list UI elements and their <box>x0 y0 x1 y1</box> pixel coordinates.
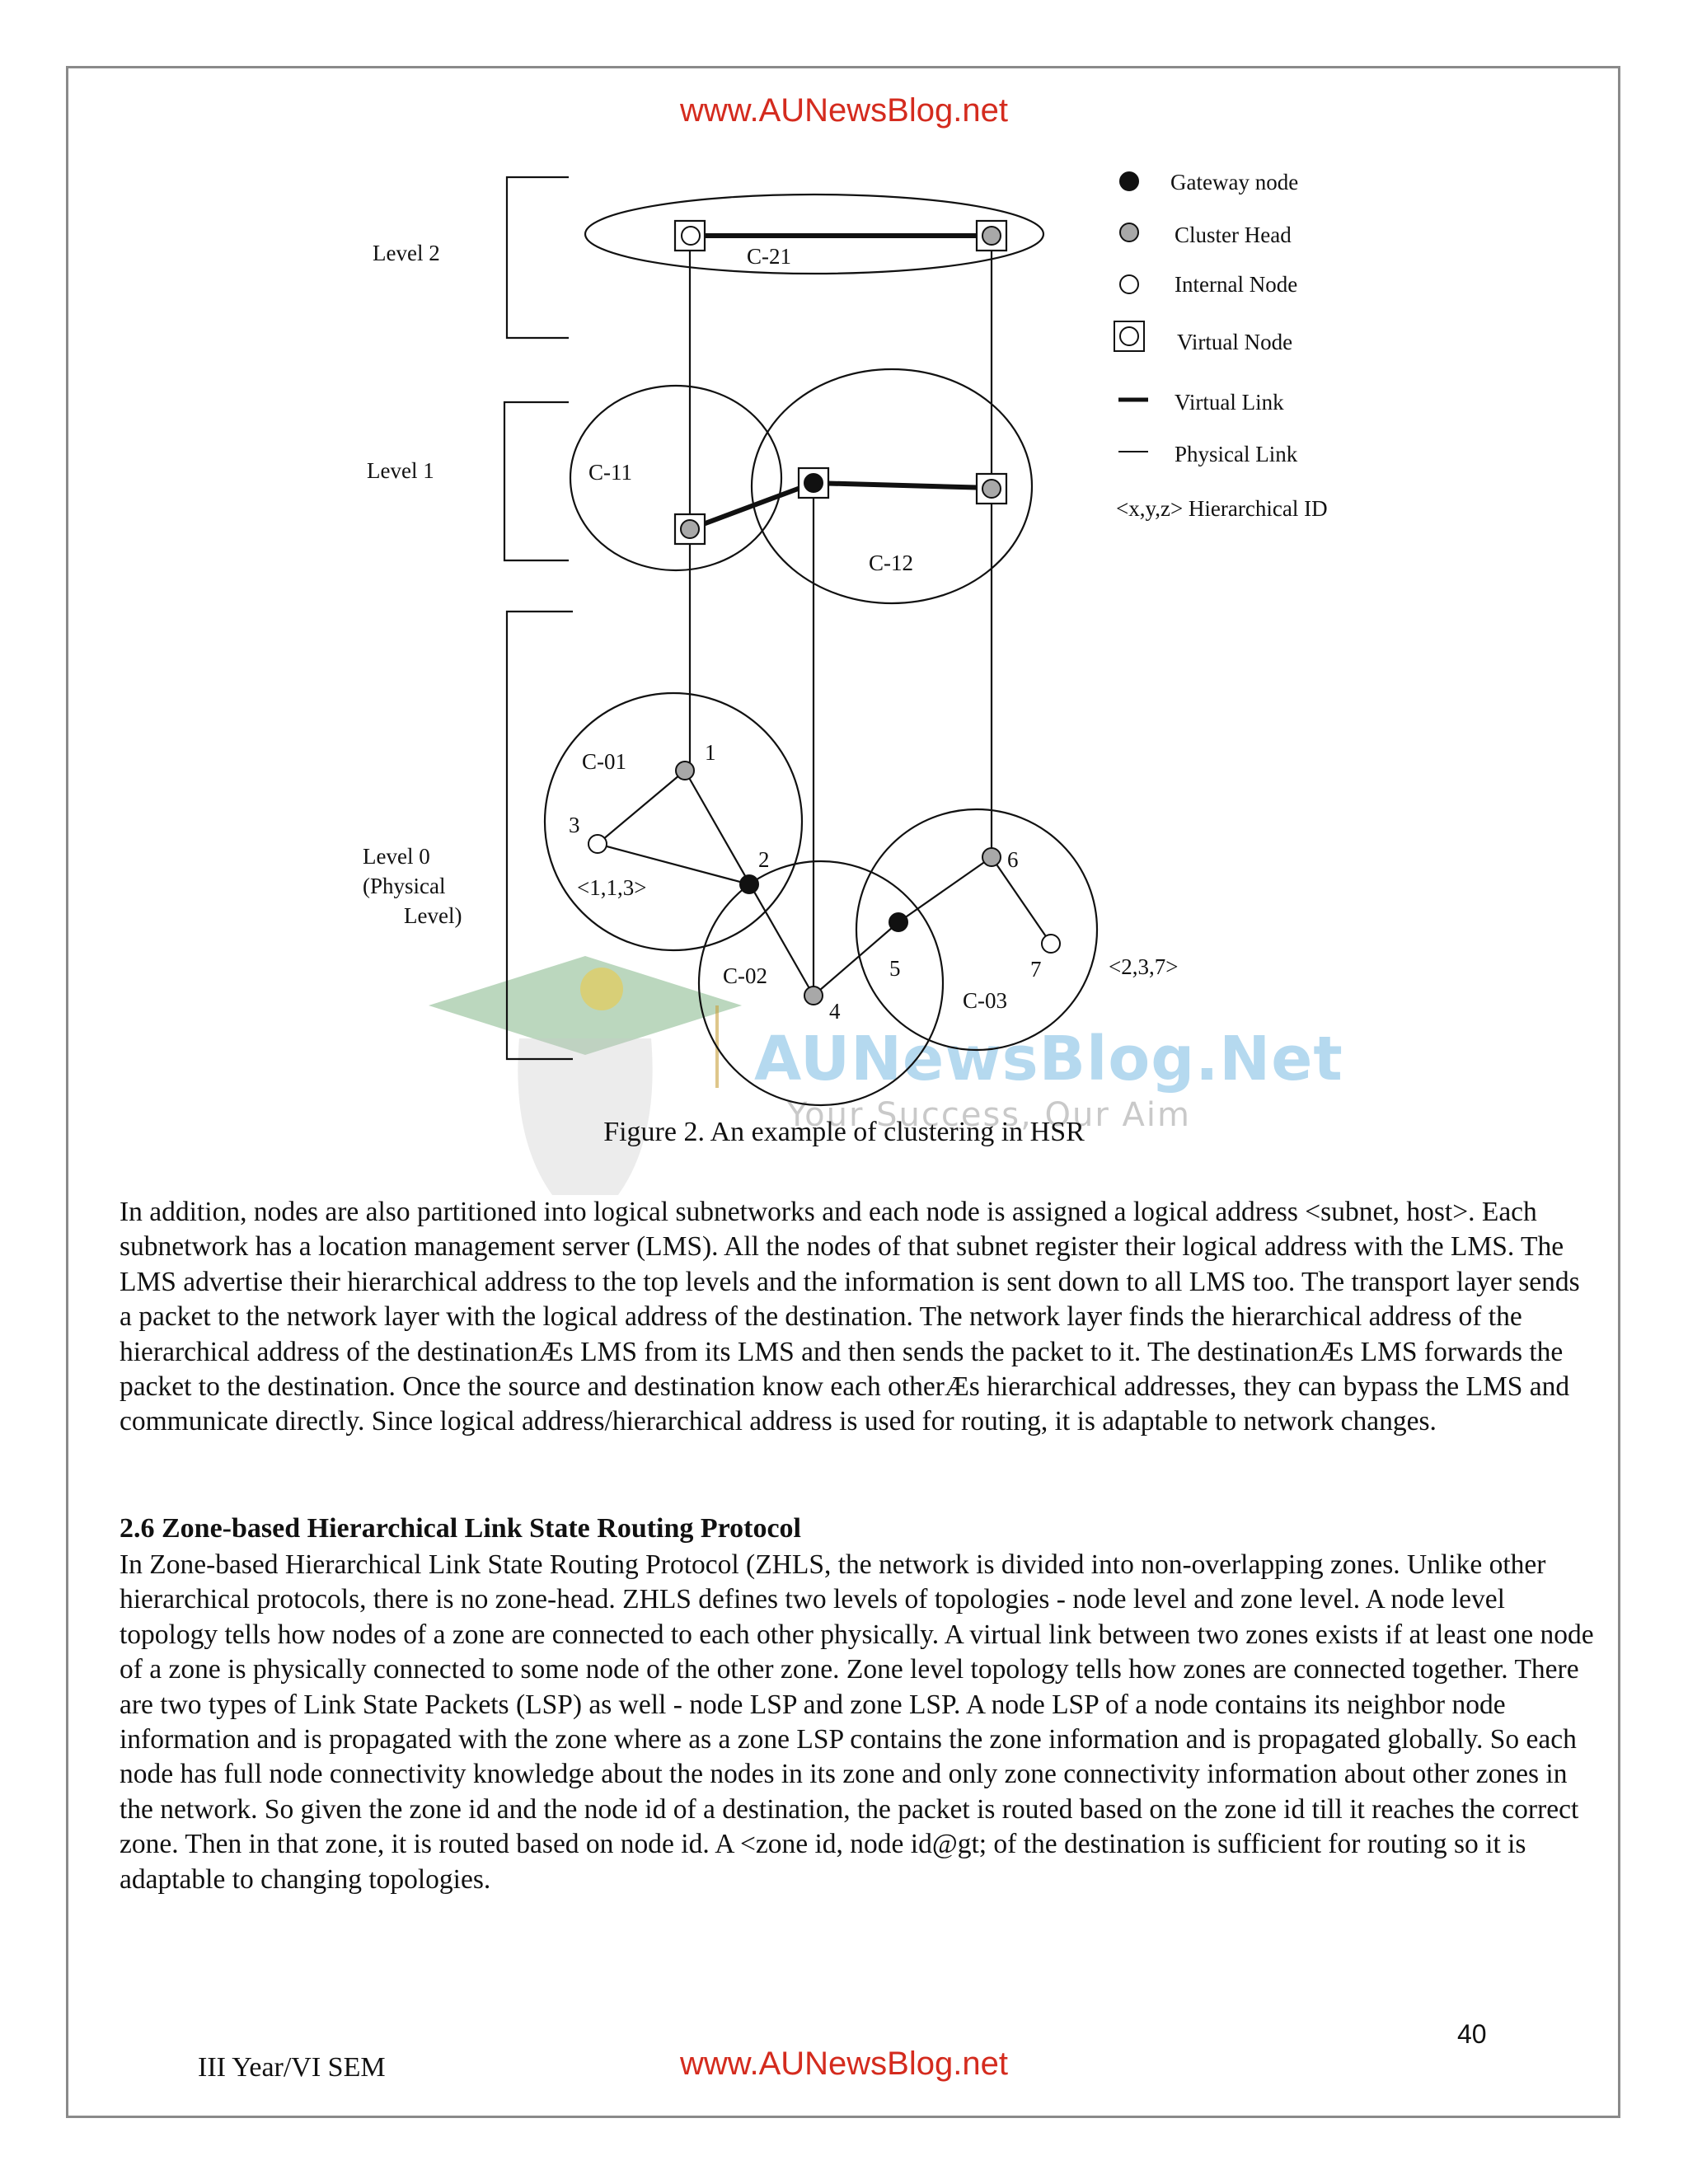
legend-gateway-label: Gateway node <box>1170 170 1298 194</box>
cluster-c03-circle <box>855 808 1099 1052</box>
hsr-clustering-diagram: Level 2 Level 1 Level 0 (Physical Level)… <box>363 170 1328 1107</box>
physical-link-4-5 <box>813 921 899 996</box>
level-0-bracket <box>505 610 573 1061</box>
label-node-7: 7 <box>1030 957 1042 982</box>
legend-internal-node-label: Internal Node <box>1175 272 1297 297</box>
label-level-1: Level 1 <box>367 458 434 483</box>
label-c11: C-11 <box>588 460 632 485</box>
legend-cluster-head-icon <box>1119 223 1139 242</box>
label-node-2: 2 <box>758 847 770 872</box>
paragraph-lms: In addition, nodes are also partitioned … <box>120 1197 1580 1437</box>
label-id-237: <2,3,7> <box>1109 954 1178 979</box>
node-3 <box>588 834 607 854</box>
cluster-c02-circle <box>697 860 945 1107</box>
label-node-4: 4 <box>829 999 841 1024</box>
watermark-brand: AUNewsBlog.Net <box>754 1024 1343 1094</box>
node-1 <box>675 761 695 780</box>
physical-link-3-2 <box>597 842 750 886</box>
cluster-c12-ellipse <box>750 368 1034 605</box>
label-c01: C-01 <box>582 749 626 774</box>
node-4 <box>804 986 823 1005</box>
page-number: 40 <box>1457 2019 1487 2049</box>
legend-virtual-node-label: Virtual Node <box>1177 330 1292 354</box>
label-c03: C-03 <box>963 988 1007 1013</box>
level-2-bracket <box>505 176 569 340</box>
node-7 <box>1041 934 1061 954</box>
legend-cluster-head-label: Cluster Head <box>1175 223 1292 247</box>
physical-link-5-6 <box>898 856 992 923</box>
footer-site-url[interactable]: www.AUNewsBlog.net <box>680 2046 1008 2082</box>
label-node-6: 6 <box>1007 847 1019 872</box>
label-physical: (Physical <box>363 874 446 898</box>
label-level-close: Level) <box>404 903 462 928</box>
label-node-1: 1 <box>705 740 716 765</box>
footer-semester: III Year/VI SEM <box>198 2052 386 2083</box>
legend-internal-node-icon <box>1119 274 1139 294</box>
label-node-3: 3 <box>569 813 580 837</box>
legend-virtual-link-label: Virtual Link <box>1175 390 1284 415</box>
physical-link-6-7 <box>991 856 1052 944</box>
watermark-tagline: Your Success, Our Aim <box>787 1096 1191 1134</box>
header-site-url[interactable]: www.AUNewsBlog.net <box>680 92 1008 129</box>
paragraph-zhls: In Zone-based Hierarchical Link State Ro… <box>120 1549 1594 1895</box>
physical-link-1-3 <box>597 770 686 845</box>
legend <box>1114 171 1148 452</box>
label-node-5: 5 <box>889 956 901 981</box>
label-level-0: Level 0 <box>363 844 430 869</box>
legend-hierarchical-id-label: <x,y,z> Hierarchical ID <box>1116 496 1328 521</box>
page-border <box>66 66 1620 2118</box>
label-c12: C-12 <box>869 551 913 575</box>
figure-caption: Figure 2. An example of clustering in HS… <box>603 1117 1085 1147</box>
virtual-link-c11-c12 <box>688 480 815 532</box>
node-5 <box>889 912 908 932</box>
legend-gateway-icon <box>1119 171 1139 191</box>
cluster-c11-ellipse <box>569 384 783 572</box>
node-6 <box>982 847 1001 867</box>
label-c02: C-02 <box>723 963 767 988</box>
label-level-2: Level 2 <box>373 241 440 265</box>
cluster-c01-circle <box>543 691 804 952</box>
legend-physical-link-label: Physical Link <box>1175 442 1298 466</box>
label-c21: C-21 <box>747 244 791 269</box>
label-id-113: <1,1,3> <box>577 875 646 900</box>
level-1-bracket <box>503 401 569 562</box>
section-heading-zhls: 2.6 Zone-based Hierarchical Link State R… <box>120 1513 802 1544</box>
virtual-link-c12-head <box>813 480 992 490</box>
node-2 <box>739 874 759 894</box>
cluster-c21-ellipse <box>584 193 1045 275</box>
